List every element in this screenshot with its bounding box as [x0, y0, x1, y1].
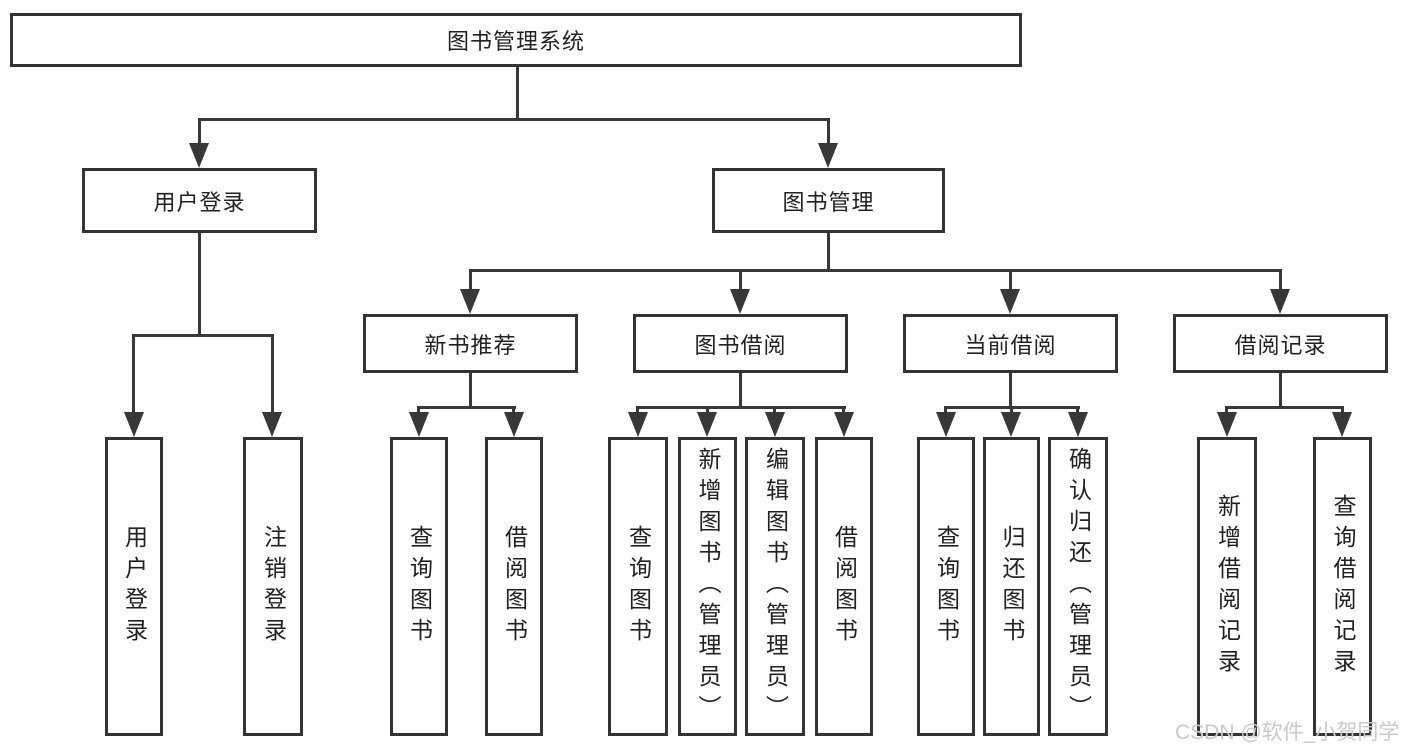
arrow-down-icon: [1270, 289, 1290, 314]
connector-line: [944, 406, 947, 416]
connector-line: [198, 118, 830, 121]
node-leaf-add-borrow-record: 新增借阅记录: [1197, 437, 1257, 736]
connector-line: [1279, 269, 1282, 292]
connector-line: [1010, 406, 1013, 416]
leaf-label: 新增借阅记录: [1214, 493, 1241, 680]
connector-line: [1341, 406, 1344, 416]
watermark: CSDN @软件_小贺同学: [1175, 721, 1400, 744]
arrow-down-icon: [1217, 412, 1237, 437]
arrow-down-icon: [765, 412, 785, 437]
connector-line: [417, 406, 420, 416]
leaf-label: 用户登录: [121, 524, 148, 649]
node-leaf-query-books-current: 查询图书: [917, 437, 975, 736]
node-leaf-user-login: 用户登录: [105, 437, 163, 736]
node-leaf-query-borrow-record: 查询借阅记录: [1313, 437, 1372, 736]
leaf-label: 确认归还（管理员）: [1065, 447, 1092, 726]
arrow-down-icon: [697, 412, 717, 437]
arrow-down-icon: [818, 143, 838, 168]
arrow-down-icon: [834, 412, 854, 437]
connector-line: [1225, 406, 1344, 409]
leaf-label: 查询图书: [625, 524, 652, 649]
leaf-label: 借阅图书: [831, 524, 858, 649]
connector-line: [1009, 373, 1012, 409]
connector-line: [1279, 373, 1282, 409]
connector-line: [469, 269, 472, 292]
connector-line: [842, 406, 845, 416]
connector-line: [469, 269, 1282, 272]
leaf-label: 注销登录: [260, 524, 287, 649]
connector-line: [706, 406, 709, 416]
arrow-down-icon: [504, 412, 524, 437]
node-leaf-query-books-recommend: 查询图书: [390, 437, 448, 736]
leaf-label: 归还图书: [999, 524, 1025, 649]
node-library-system: 图书管理系统: [10, 13, 1022, 67]
node-user-login-branch: 用户登录: [82, 168, 317, 233]
leaf-label: 编辑图书（管理员）: [762, 447, 789, 726]
node-leaf-return-books: 归还图书: [983, 437, 1040, 736]
arrow-down-icon: [1001, 412, 1021, 437]
node-current-borrowing: 当前借阅: [903, 314, 1118, 373]
connector-line: [512, 406, 515, 416]
leaf-label: 查询借阅记录: [1330, 493, 1356, 680]
connector-line: [636, 406, 639, 416]
node-book-borrowing: 图书借阅: [633, 314, 848, 373]
connector-line: [469, 373, 472, 409]
arrow-down-icon: [628, 412, 648, 437]
node-leaf-borrow-books-recommend: 借阅图书: [485, 437, 543, 736]
connector-line: [827, 233, 830, 272]
connector-line: [827, 118, 830, 146]
arrow-down-icon: [189, 143, 209, 168]
node-leaf-confirm-return-admin: 确认归还（管理员）: [1048, 437, 1108, 736]
connector-line: [132, 334, 135, 414]
node-leaf-edit-books-admin: 编辑图书（管理员）: [745, 437, 805, 736]
connector-line: [132, 334, 274, 337]
connector-line: [198, 233, 201, 337]
arrow-down-icon: [730, 289, 750, 314]
arrow-down-icon: [936, 412, 956, 437]
connector-line: [1076, 406, 1079, 416]
node-leaf-query-books-borrowing: 查询图书: [608, 437, 668, 736]
node-leaf-add-books-admin: 新增图书（管理员）: [678, 437, 737, 736]
leaf-label: 查询图书: [933, 524, 960, 649]
node-leaf-logout: 注销登录: [243, 437, 303, 736]
connector-line: [1225, 406, 1228, 416]
connector-line: [198, 118, 201, 146]
arrow-down-icon: [1068, 412, 1088, 437]
leaf-label: 新增图书（管理员）: [695, 447, 721, 726]
arrow-down-icon: [1332, 412, 1352, 437]
arrow-down-icon: [262, 412, 282, 437]
arrow-down-icon: [460, 289, 480, 314]
connector-line: [1009, 269, 1012, 292]
leaf-label: 借阅图书: [501, 524, 528, 649]
arrow-down-icon: [1000, 289, 1020, 314]
connector-line: [271, 334, 274, 414]
connector-line: [739, 269, 742, 292]
connector-line: [417, 406, 516, 409]
connector-line: [636, 406, 846, 409]
connector-line: [773, 406, 776, 416]
node-book-management: 图书管理: [712, 168, 945, 233]
node-leaf-borrow-books: 借阅图书: [815, 437, 873, 736]
node-new-book-recommend: 新书推荐: [363, 314, 578, 373]
connector-line: [516, 67, 519, 121]
node-borrow-records: 借阅记录: [1173, 314, 1388, 373]
connector-line: [739, 373, 742, 409]
arrow-down-icon: [409, 412, 429, 437]
arrow-down-icon: [124, 412, 144, 437]
leaf-label: 查询图书: [406, 524, 433, 649]
